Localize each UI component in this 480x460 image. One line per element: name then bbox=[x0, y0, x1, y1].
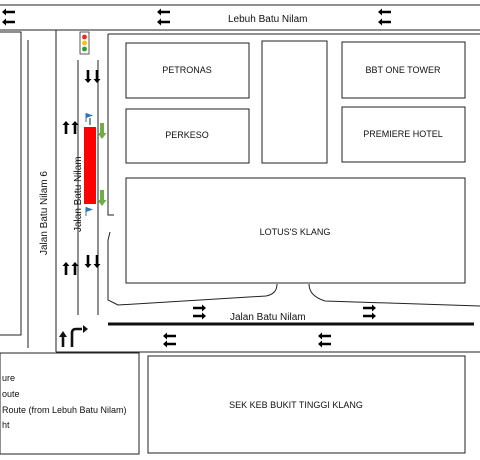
building-bbt-one-tower: BBT ONE TOWER bbox=[341, 41, 466, 99]
flag-icon bbox=[85, 207, 93, 216]
u-turn-icon-head bbox=[83, 325, 88, 333]
arrow-left-icon bbox=[378, 8, 391, 16]
arrow-down-icon bbox=[84, 255, 92, 268]
arrow-right-icon bbox=[193, 312, 206, 320]
building-unlabeled bbox=[261, 40, 328, 164]
building-premiere-hotel: PREMIERE HOTEL bbox=[341, 106, 466, 163]
left-block-edge bbox=[0, 31, 22, 336]
arrow-up-icon bbox=[62, 121, 70, 134]
u-turn-icon bbox=[70, 327, 82, 347]
middle-road-edge bbox=[107, 34, 114, 216]
building-label: PERKESO bbox=[165, 130, 209, 140]
arrow-down-icon bbox=[84, 70, 92, 83]
arrow-left-icon bbox=[163, 340, 176, 348]
closure-block bbox=[84, 127, 96, 204]
left-road-label: Jalan Batu Nilam 6 bbox=[39, 171, 50, 255]
arrow-right-icon bbox=[193, 304, 206, 312]
arrow-left-icon bbox=[318, 332, 331, 340]
building-school: SEK KEB BUKIT TINGGI KLANG bbox=[147, 355, 466, 454]
arrow-up-icon bbox=[71, 262, 79, 275]
top-road-label: Lebuh Batu Nilam bbox=[228, 14, 308, 25]
building-label: PREMIERE HOTEL bbox=[363, 129, 443, 139]
arrow-left-icon bbox=[157, 18, 170, 26]
arrow-down-icon bbox=[93, 255, 101, 268]
legend: ure oute Route (from Lebuh Batu Nilam) h… bbox=[0, 352, 140, 455]
driveway-curve bbox=[117, 283, 278, 306]
arrow-left-icon bbox=[2, 18, 15, 26]
building-label: LOTUS'S KLANG bbox=[260, 227, 331, 237]
legend-item: ure bbox=[2, 373, 15, 383]
arrow-right-icon bbox=[363, 312, 376, 320]
route-arrow-down-icon bbox=[97, 190, 107, 206]
route-arrow-down-icon bbox=[97, 123, 107, 139]
arrow-left-icon bbox=[2, 8, 15, 16]
legend-item: oute bbox=[2, 389, 20, 399]
arrow-down-icon bbox=[93, 70, 101, 83]
building-label: SEK KEB BUKIT TINGGI KLANG bbox=[229, 400, 363, 410]
legend-item: Route (from Lebuh Batu Nilam) bbox=[2, 405, 127, 415]
building-perkeso: PERKESO bbox=[125, 108, 250, 164]
middle-road-label: Jalan Batu Nilam bbox=[73, 156, 84, 232]
legend-item: ht bbox=[2, 420, 10, 430]
building-lotus-klang: LOTUS'S KLANG bbox=[125, 177, 466, 284]
flag-icon bbox=[85, 113, 93, 122]
arrow-left-icon bbox=[163, 332, 176, 340]
traffic-light-icon bbox=[79, 31, 90, 55]
middle-road-edge bbox=[107, 231, 119, 306]
arrow-right-icon bbox=[363, 304, 376, 312]
arrow-left-icon bbox=[378, 18, 391, 26]
bottom-road-label: Jalan Batu Nilam bbox=[230, 312, 306, 323]
arrow-left-icon bbox=[157, 8, 170, 16]
building-petronas: PETRONAS bbox=[125, 42, 250, 99]
building-label: PETRONAS bbox=[162, 65, 212, 75]
arrow-left-icon bbox=[318, 340, 331, 348]
arrow-up-icon bbox=[71, 121, 79, 134]
u-turn-icon-head bbox=[59, 331, 67, 337]
building-label: BBT ONE TOWER bbox=[365, 65, 441, 75]
arrow-up-icon bbox=[62, 262, 70, 275]
driveway-curve bbox=[308, 283, 480, 307]
